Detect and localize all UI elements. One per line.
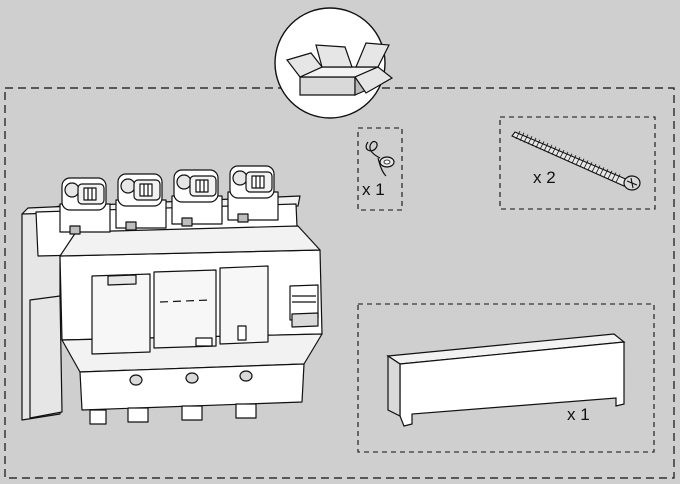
screw-thread — [547, 144, 553, 154]
screw-thread — [559, 149, 565, 159]
long-screw-icon — [511, 130, 641, 191]
screw-thread — [611, 172, 617, 181]
terminal-cover-icon — [386, 333, 626, 427]
screw-thread — [539, 141, 545, 150]
screw-thread — [543, 142, 549, 152]
screw-thread — [551, 146, 557, 155]
screw-thread — [531, 137, 537, 147]
wire-seal-icon — [365, 140, 395, 177]
screw-thread — [575, 156, 581, 166]
terminal-clamp — [171, 169, 223, 227]
screw-thread — [595, 165, 601, 174]
screw-thread — [599, 167, 605, 176]
screw-thread — [583, 160, 589, 169]
screw-thread — [535, 139, 541, 148]
terminal-clamp — [115, 173, 167, 231]
screw-thread — [571, 155, 577, 164]
screw-thread — [523, 134, 529, 143]
terminal-clamp — [227, 165, 279, 223]
screw-thread — [591, 163, 597, 173]
screw-thread — [567, 153, 573, 162]
package-boundary — [4, 87, 675, 479]
terminal-clamp — [59, 177, 111, 235]
screw-thread — [527, 136, 533, 145]
screw-thread — [607, 170, 613, 179]
screw-thread — [603, 168, 609, 178]
screw-thread — [519, 132, 525, 141]
screw-thread — [555, 148, 561, 157]
screw-thread — [579, 158, 585, 167]
open-box-icon — [274, 7, 394, 119]
screw-quantity: x 2 — [533, 168, 556, 187]
cover-box — [357, 303, 655, 453]
cover-quantity: x 1 — [567, 405, 590, 424]
four-pole-breaker-icon — [21, 165, 323, 425]
screw-box — [499, 116, 656, 210]
screw-thread — [563, 151, 569, 160]
seal-quantity: x 1 — [362, 180, 385, 199]
screw-thread — [615, 174, 621, 183]
screw-thread — [587, 161, 593, 171]
seal-box — [357, 127, 403, 211]
screw-thread — [515, 130, 521, 140]
